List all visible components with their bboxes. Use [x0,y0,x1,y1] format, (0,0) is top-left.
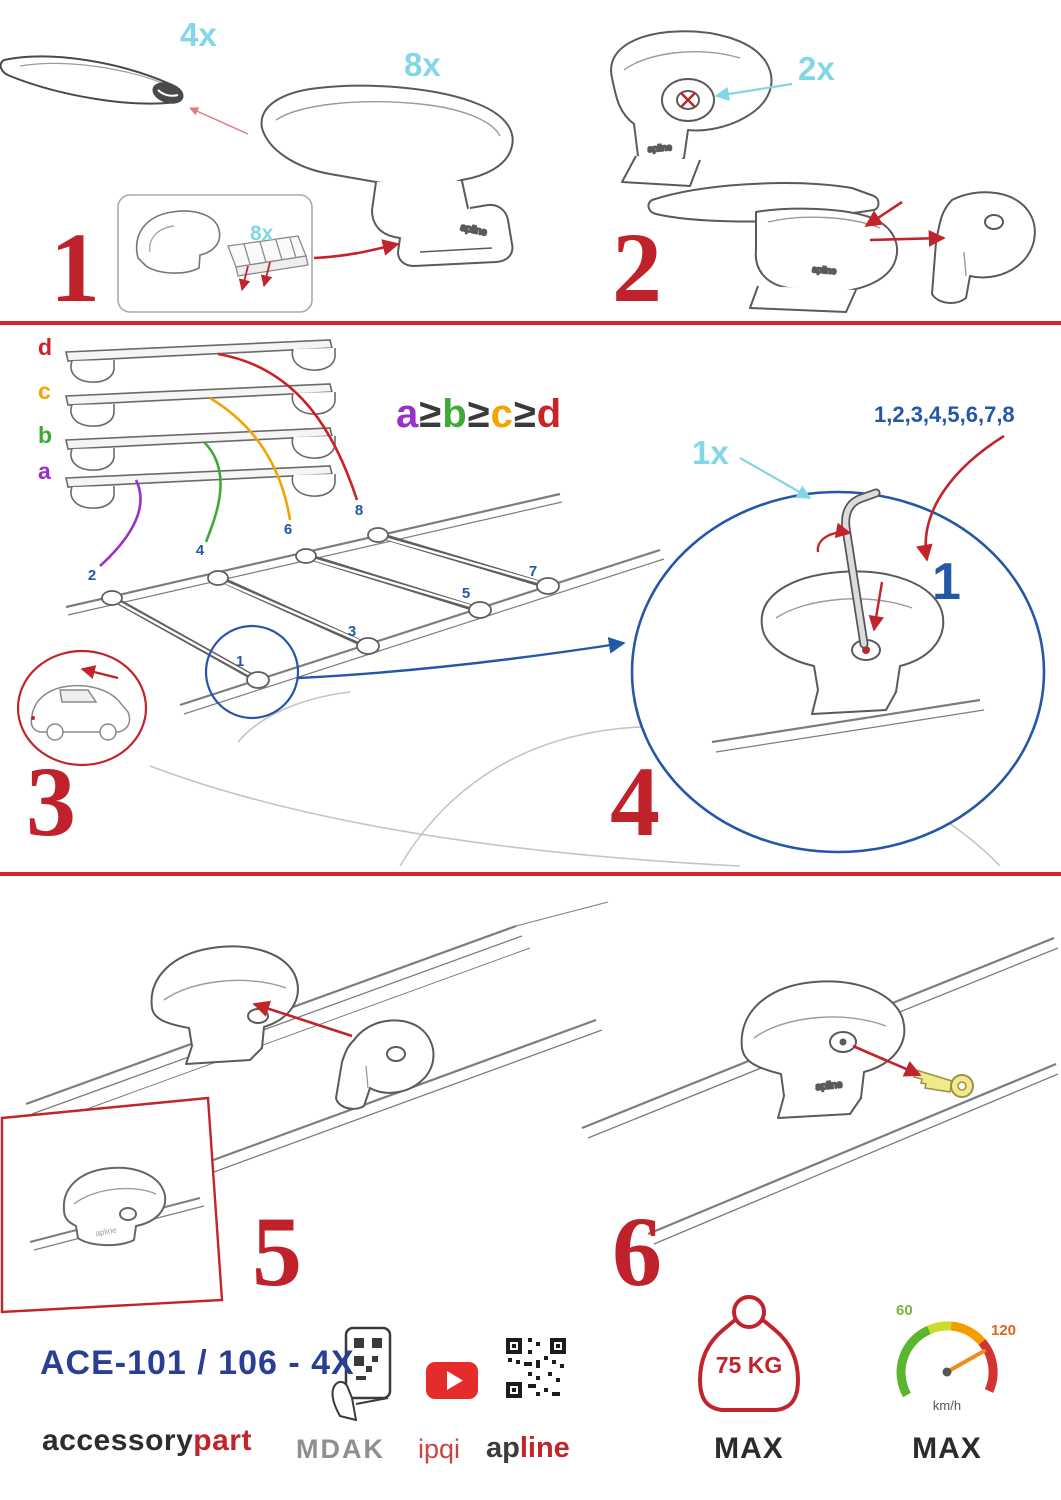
curve-c [209,396,292,521]
lock-key-arrow [852,1044,922,1077]
brand-accessory: accessory [42,1424,194,1457]
step-3-number: 3 [26,746,76,857]
qr-code [506,1338,566,1398]
section-divider-2 [0,872,1061,876]
weight-icon [698,1295,800,1412]
first-position-number: 1 [932,553,961,611]
svg-text:4: 4 [196,542,205,559]
max-weight-value: 75 KG [715,1352,783,1378]
bar-qty-label: 4x [180,16,217,53]
roof-rails [65,492,665,715]
tool-qty-arrow [739,457,812,499]
cover-attach-arrow [252,1000,353,1038]
tighten-arrow [868,581,885,632]
insert-arrow-2 [869,229,946,247]
foot-illustration-step5 [150,945,299,1065]
model-number: ACE-101 / 106 - 4X [40,1344,355,1382]
rotate-arrow [816,522,852,553]
svg-text:1: 1 [236,653,244,670]
rubber-pad [227,235,309,277]
zoom-arrow [297,637,626,680]
formula-ge2: ≥ [467,392,491,436]
bar-stack-illustration [65,339,336,509]
max-weight-label: MAX [714,1432,784,1465]
step-4-number: 4 [610,746,660,857]
step-1-number: 1 [50,212,100,323]
formula-a: a [396,392,420,436]
knob-qty-label: 2x [798,50,835,87]
order-arrow [916,434,1005,562]
foot-illustration-step1: apline [260,84,514,267]
logo-mdak: MDAK [296,1434,385,1464]
svg-text:3: 3 [348,623,356,640]
logo-line: line [519,1432,570,1464]
formula-ge3: ≥ [513,392,537,436]
logo-ipqi: ipqi [418,1434,461,1464]
foot-logo-text: apline [95,1225,118,1238]
bar-letter-a: a [38,458,51,484]
foot-with-knob-illustration: apline [610,30,773,187]
formula-ge1: ≥ [419,392,443,436]
bar-foot-assembly-illustration: apline [647,182,898,313]
pad-to-foot-arrow [313,239,400,260]
position-1-highlight-circle [204,624,300,720]
svg-text:5: 5 [462,585,470,602]
car-inset [16,649,148,767]
speed-60-label: 60 [896,1302,913,1319]
pad-inset-box [117,194,313,313]
foot-illustration-step6: apline [740,980,906,1119]
logo-apline: apline [486,1432,570,1465]
foot-logo-text: apline [647,142,672,154]
foot-logo-text: apline [812,264,837,276]
bar-letter-b: b [38,422,53,448]
mounted-foot-inset: apline [0,1096,224,1314]
curve-a [99,479,142,567]
svg-text:8: 8 [355,502,363,519]
bar-letter-c: c [38,378,51,404]
roof-feet [101,527,560,689]
step-6-number: 6 [612,1196,662,1307]
bar-position-curves [99,352,359,567]
curve-d [217,352,359,501]
tightening-order-label: 1,2,3,4,5,6,7,8 [874,402,1015,427]
curve-b [203,441,222,543]
crossbar-illustration [0,55,184,105]
qr-scan-icon [331,1326,392,1422]
foot-qty-label: 8x [404,46,441,83]
cover-piece-illustration [931,191,1036,304]
speed-120-label: 120 [991,1322,1017,1339]
zoom-foot-illustration [711,488,985,753]
foot-logo-text: apline [815,1079,843,1093]
knob-qty-arrow [714,82,793,102]
bar-letter-d: d [38,334,53,360]
brand-wordmark: accessorypart [42,1424,252,1458]
formula-b: b [442,392,468,436]
formula-d: d [536,392,563,436]
section-divider-1 [0,321,1061,325]
cover-illustration-step5 [335,1019,435,1110]
speedometer-icon [896,1321,998,1398]
step-2-number: 2 [612,212,662,323]
brand-part: part [193,1424,252,1457]
insert-arrow-1 [864,200,903,228]
position-numbers: 1 2 3 4 5 6 7 8 [88,502,537,670]
formula-c: c [490,392,514,436]
key-icon [913,1069,974,1098]
svg-text:6: 6 [284,521,292,538]
svg-text:2: 2 [88,567,96,584]
logo-ap: ap [486,1432,520,1464]
pad-qty-label: 8x [250,222,274,245]
svg-text:7: 7 [529,563,537,580]
step-5-number: 5 [252,1196,302,1307]
youtube-icon [426,1362,478,1399]
roof-crossbars [101,527,560,689]
tool-qty-label: 1x [692,434,729,471]
bar-pointer-arrow [189,107,249,135]
speed-unit-label: km/h [932,1398,962,1413]
max-speed-label: MAX [912,1432,982,1465]
size-order-formula: a≥b≥c≥d [396,392,562,437]
